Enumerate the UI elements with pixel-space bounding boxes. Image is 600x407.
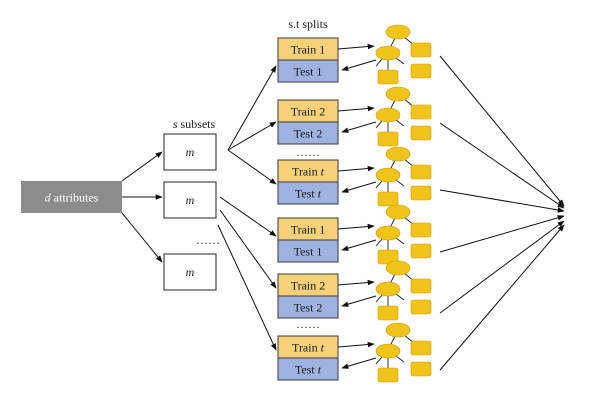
arrows-attr-to-subsets	[121, 151, 163, 263]
test-label: Test 1	[294, 65, 323, 79]
subset-box-2: m	[163, 181, 217, 219]
train-label: Train 2	[291, 105, 326, 119]
attributes-var: d	[45, 191, 52, 205]
test-label: Test t	[295, 363, 322, 377]
fold-2-1: Train 1 Test 1	[277, 217, 377, 263]
subset-box-1: m	[163, 133, 217, 171]
tree-to-test-arrow	[341, 295, 377, 307]
subsets-header: s subsets	[173, 117, 216, 131]
test-box	[277, 121, 339, 145]
train-to-tree-arrow	[337, 223, 375, 230]
arrows-subsets-to-splits	[217, 65, 277, 351]
tree-to-test-arrow	[341, 357, 377, 369]
splits-header: s.t splits	[288, 17, 328, 31]
test-box	[277, 59, 339, 83]
test-box	[277, 239, 339, 263]
splits-ellipsis-1: ……	[296, 145, 320, 159]
attributes-text: attributes	[51, 191, 99, 205]
fold-1-1: Train 1 Test 1	[277, 37, 377, 83]
train-to-tree-arrow	[337, 279, 375, 286]
tree-to-test-arrow	[341, 59, 377, 71]
tree-to-test-arrow	[341, 181, 377, 193]
subset-box-3: m	[163, 253, 217, 291]
fold-1-2: Train 2 Test 2	[277, 99, 377, 145]
subset-label-2: m	[186, 193, 195, 207]
decision-tree-icon	[375, 204, 432, 265]
train-to-tree-arrow	[337, 165, 375, 172]
decision-tree-icon	[375, 146, 432, 207]
trees-layer	[375, 24, 432, 383]
tree-to-test-arrow	[341, 239, 377, 251]
decision-tree-icon	[375, 322, 432, 383]
train-to-tree-arrow	[337, 105, 375, 112]
decision-tree-icon	[375, 86, 432, 147]
test-label: Test 1	[294, 245, 323, 259]
subset-label-1: m	[186, 145, 195, 159]
train-label: Train 2	[291, 279, 326, 293]
train-to-tree-arrow	[337, 341, 375, 348]
fold-2-2: Train 2 Test 2	[277, 273, 377, 319]
subset-label-3: m	[186, 265, 195, 279]
decision-tree-icon	[375, 24, 432, 85]
test-label: Test 2	[294, 301, 323, 315]
tree-to-test-arrow	[341, 121, 377, 133]
train-label: Train 1	[291, 223, 326, 237]
decision-tree-icon	[375, 260, 432, 321]
test-box	[277, 181, 339, 205]
svg-text:d attributes: d attributes	[45, 191, 99, 205]
train-label: Train t	[292, 165, 325, 179]
train-label: Train 1	[291, 43, 326, 57]
test-box	[277, 357, 339, 381]
train-label: Train t	[292, 341, 325, 355]
attributes-node: d attributes	[21, 181, 122, 213]
arrows-trees-to-output	[439, 55, 565, 371]
fold-2-3: Train t Test t	[277, 335, 377, 381]
train-to-tree-arrow	[337, 43, 375, 50]
test-label: Test 2	[294, 127, 323, 141]
test-box	[277, 295, 339, 319]
test-label: Test t	[295, 187, 322, 201]
subsets-ellipsis: ……	[196, 233, 220, 247]
splits-ellipsis-2: ……	[296, 317, 320, 331]
fold-1-3: Train t Test t	[277, 159, 377, 205]
